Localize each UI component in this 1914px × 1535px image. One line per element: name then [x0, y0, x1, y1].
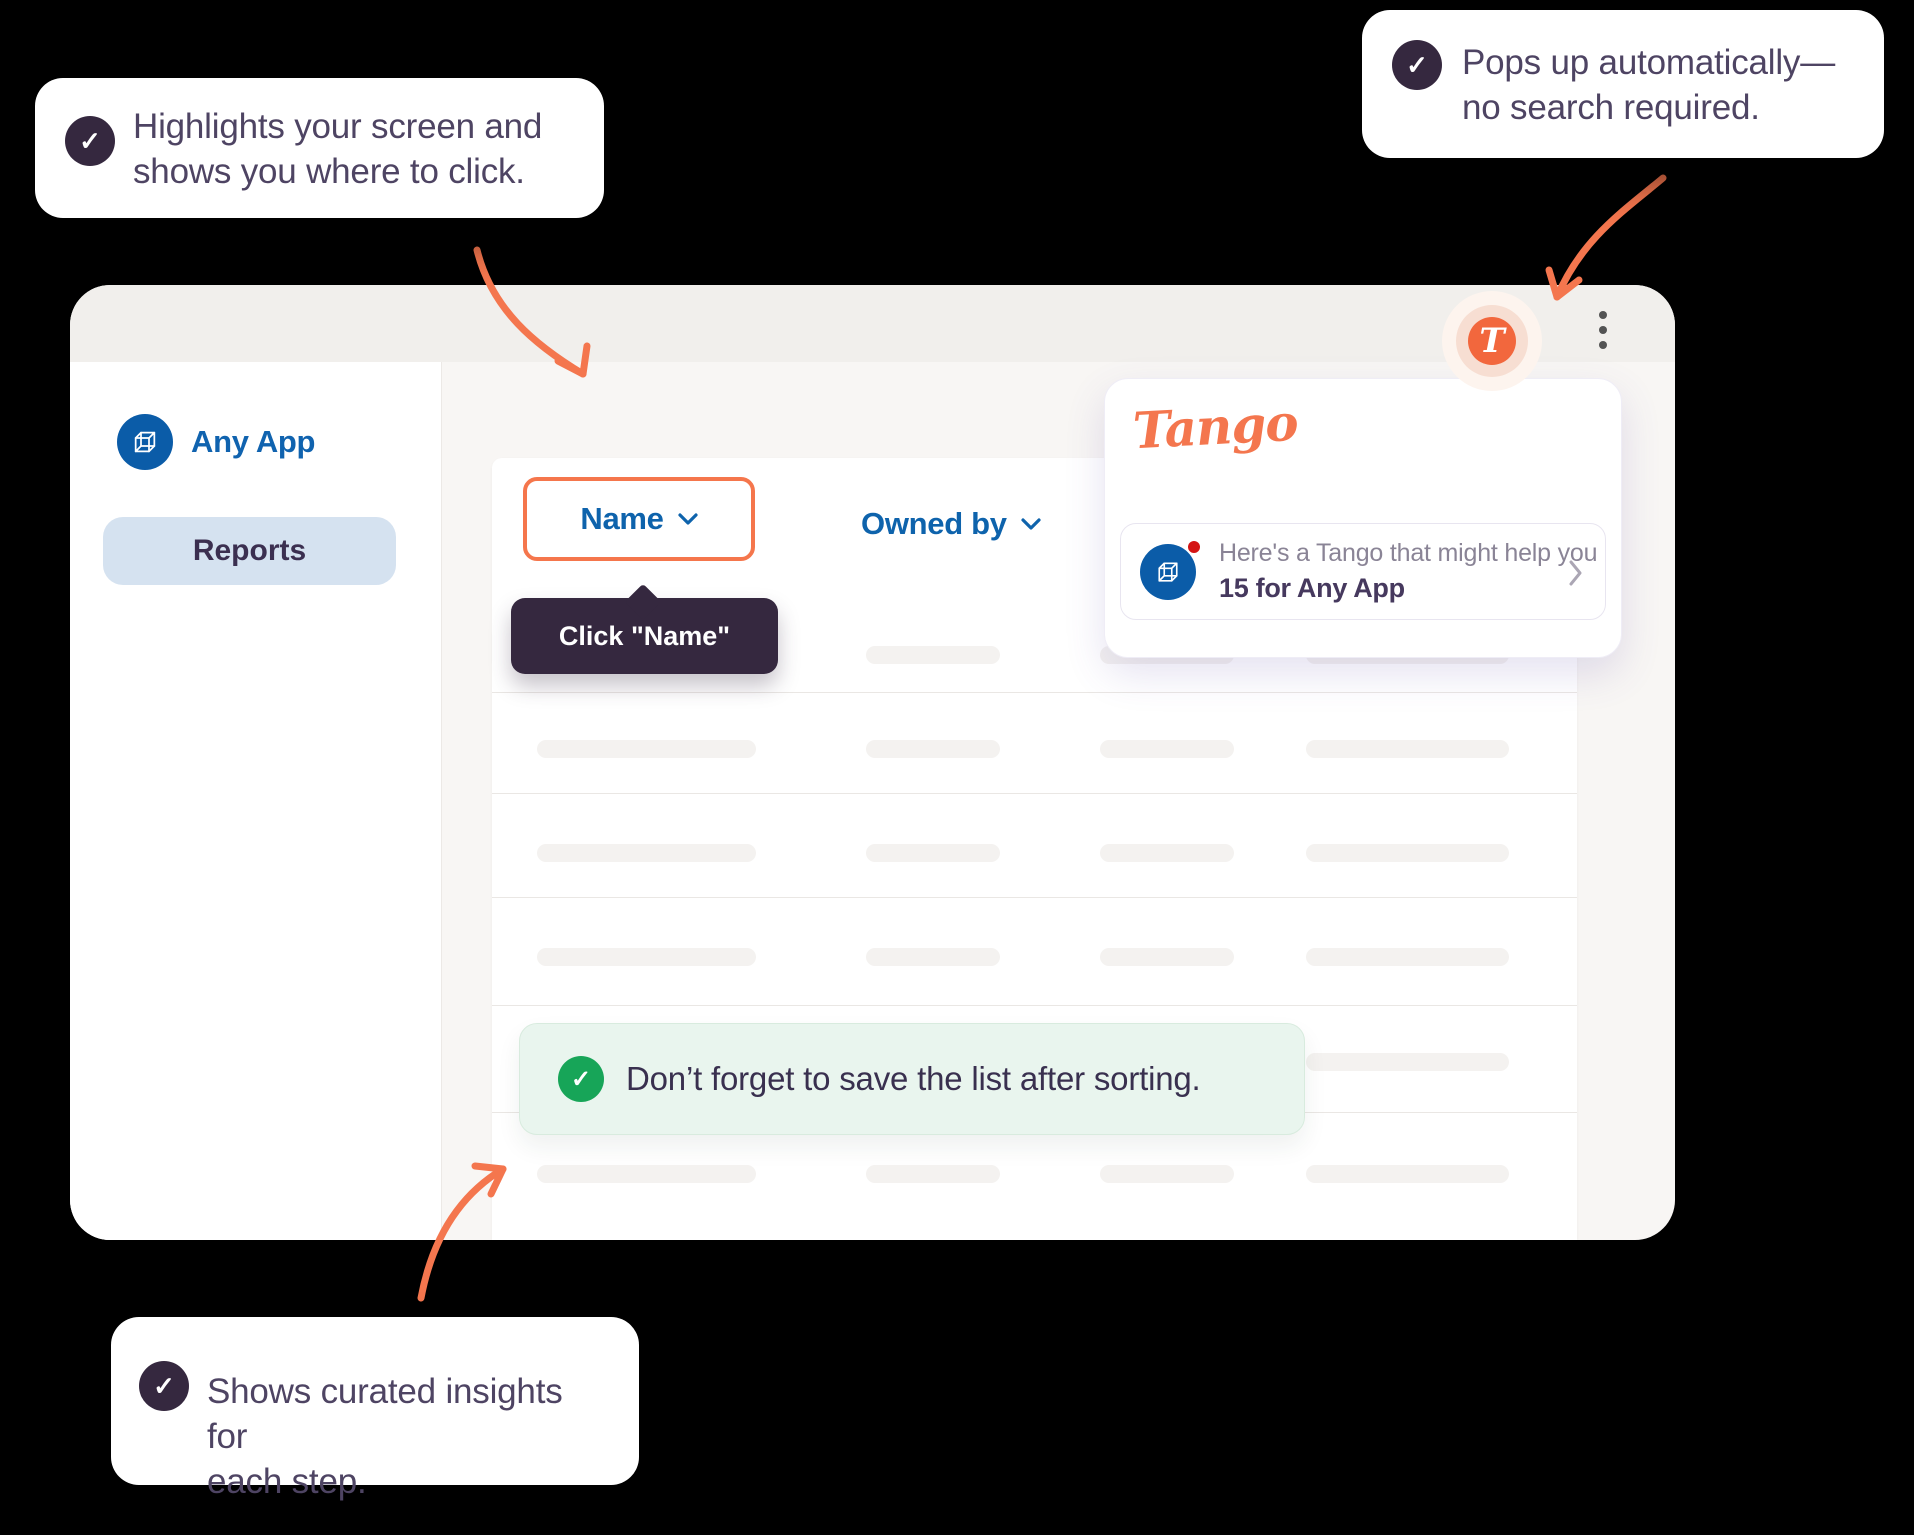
toast-text: Don’t forget to save the list after sort…: [626, 1060, 1201, 1097]
unread-badge: [1188, 540, 1200, 553]
tango-suggestion-card[interactable]: Here's a Tango that might help you 15 fo…: [1120, 523, 1606, 620]
sidebar-brand-any-app[interactable]: Any App: [117, 414, 315, 470]
callout-line: Highlights your screen and: [133, 107, 543, 146]
check-icon: ✓: [1392, 40, 1442, 90]
skeleton-bar: [1100, 948, 1234, 966]
callout-insights: ✓ Shows curated insights for each step.: [111, 1317, 639, 1501]
row-divider: [492, 692, 1577, 693]
skeleton-bar: [866, 844, 1000, 862]
column-header-owned-by[interactable]: Owned by: [861, 506, 1041, 542]
cube-icon: [117, 414, 173, 470]
skeleton-bar: [537, 948, 756, 966]
suggestion-title: Here's a Tango that might help you: [1219, 539, 1598, 567]
tango-t-icon: T: [1468, 317, 1516, 365]
check-icon: ✓: [65, 116, 115, 166]
skeleton-bar: [866, 948, 1000, 966]
skeleton-bar: [1100, 1165, 1234, 1183]
callout-pops-up: ✓ Pops up automatically— no search requi…: [1362, 10, 1884, 158]
kebab-menu-icon[interactable]: [1599, 311, 1607, 349]
skeleton-bar: [1306, 1053, 1509, 1071]
skeleton-bar: [866, 646, 1000, 664]
suggestion-subtitle: 15 for Any App: [1219, 573, 1405, 603]
row-divider: [492, 793, 1577, 794]
tango-logo: Tango: [1131, 392, 1299, 461]
cube-icon: [1140, 540, 1200, 600]
arrow-to-avatar: [1553, 174, 1667, 301]
callout-line: Shows curated insights for: [207, 1372, 563, 1456]
insight-toast: ✓ Don’t forget to save the list after so…: [519, 1023, 1305, 1135]
skeleton-bar: [1100, 740, 1234, 758]
row-divider: [492, 1005, 1577, 1006]
callout-line: shows you where to click.: [133, 152, 525, 191]
skeleton-bar: [1306, 844, 1509, 862]
brand-label: Any App: [191, 424, 316, 459]
tooltip-caret: [624, 583, 662, 621]
sidebar: Any App Reports: [70, 362, 442, 1240]
skeleton-bar: [866, 1165, 1000, 1183]
column-header-name[interactable]: Name: [523, 477, 755, 561]
callout-highlights-text: Highlights your screen and shows you whe…: [133, 104, 542, 194]
skeleton-bar: [1100, 844, 1234, 862]
skeleton-bar: [1306, 1165, 1509, 1183]
callout-pops-up-text: Pops up automatically— no search require…: [1462, 40, 1835, 130]
skeleton-bar: [537, 1165, 756, 1183]
step-tooltip: Click "Name": [511, 583, 778, 674]
skeleton-bar: [1306, 740, 1509, 758]
callout-line: Pops up automatically—: [1462, 43, 1836, 82]
row-divider: [492, 897, 1577, 898]
callout-insights-text: Shows curated insights for each step.: [207, 1369, 611, 1504]
callout-highlights: ✓ Highlights your screen and shows you w…: [35, 78, 604, 218]
skeleton-bar: [1306, 948, 1509, 966]
sidebar-item-reports[interactable]: Reports: [103, 517, 396, 585]
skeleton-bar: [537, 740, 756, 758]
tango-avatar-button[interactable]: T: [1442, 291, 1542, 391]
chevron-down-icon: [1021, 517, 1041, 530]
sidebar-item-label: Reports: [192, 534, 307, 567]
check-icon: ✓: [139, 1361, 189, 1411]
callout-line: no search required.: [1462, 88, 1760, 127]
tooltip-text: Click "Name": [558, 620, 731, 651]
skeleton-bar: [866, 740, 1000, 758]
chevron-right-icon: [1569, 560, 1582, 586]
tango-panel: Tango Here's a Tango that might help you…: [1104, 378, 1622, 658]
column-header-label: Name: [580, 501, 664, 536]
column-header-label: Owned by: [861, 506, 1007, 541]
check-circle-icon: ✓: [558, 1056, 604, 1102]
window-topbar: [70, 285, 1675, 362]
chevron-down-icon: [678, 512, 698, 525]
skeleton-bar: [537, 844, 756, 862]
callout-line: each step.: [207, 1462, 367, 1501]
